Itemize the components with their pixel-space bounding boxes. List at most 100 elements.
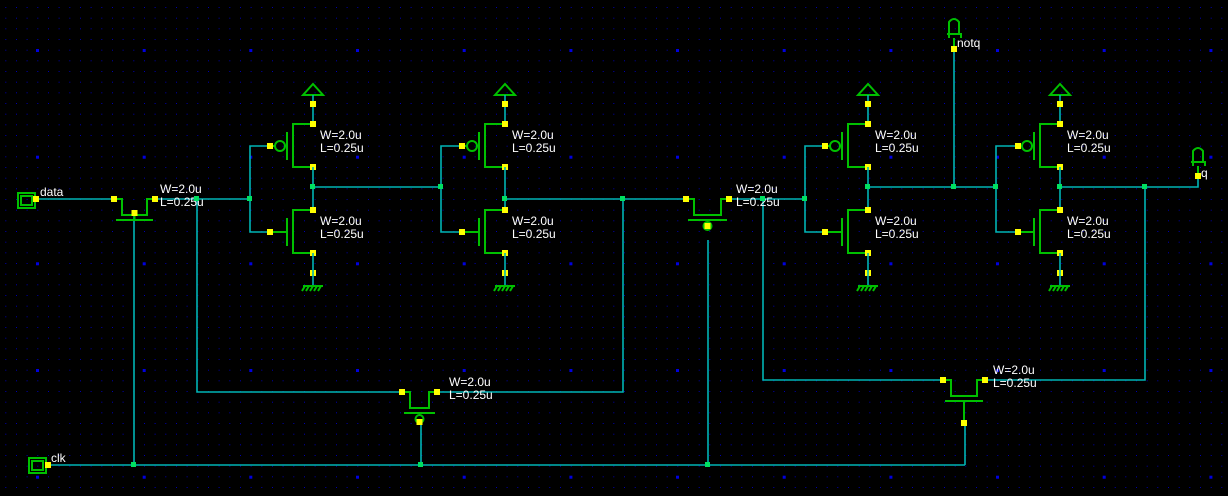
pin[interactable] xyxy=(961,420,967,426)
wire-inv4-in[interactable] xyxy=(995,145,1018,233)
junction xyxy=(438,184,443,189)
junction xyxy=(802,196,807,201)
pin[interactable] xyxy=(131,210,138,216)
wire-n2-branch[interactable] xyxy=(762,199,943,381)
nmos-transistor[interactable]: W=2.0uL=0.25u xyxy=(1015,207,1111,276)
length-label: L=0.25u xyxy=(512,141,556,155)
port-notq[interactable]: notq xyxy=(947,18,980,52)
pin[interactable] xyxy=(267,143,273,149)
width-label: W=2.0u xyxy=(736,182,778,196)
nmos-transistor[interactable]: W=2.0uL=0.25u xyxy=(459,207,556,276)
pmos-transistor[interactable]: W=2.0uL=0.25u xyxy=(459,101,556,170)
pin[interactable] xyxy=(152,196,158,202)
length-label: L=0.25u xyxy=(1067,227,1111,241)
inversion-bubble-icon xyxy=(829,140,841,152)
wire-inv1-in[interactable] xyxy=(249,145,270,233)
pin[interactable] xyxy=(822,229,828,235)
port-clk[interactable]: clk xyxy=(28,451,67,474)
pin[interactable] xyxy=(310,121,316,127)
pin[interactable] xyxy=(683,196,689,202)
pmos-pass-transistor[interactable]: W=2.0uL=0.25u xyxy=(683,182,780,231)
pin[interactable] xyxy=(459,143,465,149)
pin[interactable] xyxy=(940,377,946,383)
width-label: W=2.0u xyxy=(160,182,202,196)
length-label: L=0.25u xyxy=(449,388,493,402)
pin[interactable] xyxy=(1015,229,1021,235)
pin[interactable] xyxy=(434,389,440,395)
pin[interactable] xyxy=(1015,143,1021,149)
junction xyxy=(131,462,136,467)
length-label: L=0.25u xyxy=(320,141,364,155)
wire-inv2-in[interactable] xyxy=(440,145,462,233)
output-port-icon xyxy=(947,18,962,46)
junction xyxy=(865,184,870,189)
pin[interactable] xyxy=(865,121,871,127)
junction xyxy=(951,184,956,189)
pmos-transistor[interactable]: W=2.0uL=0.25u xyxy=(822,101,919,170)
length-label: L=0.25u xyxy=(320,227,364,241)
pin[interactable] xyxy=(822,143,828,149)
pin[interactable] xyxy=(310,101,316,107)
port-label-notq: notq xyxy=(957,36,980,50)
pin[interactable] xyxy=(1057,101,1063,107)
pin[interactable] xyxy=(399,389,405,395)
pin[interactable] xyxy=(310,207,316,213)
ground-icon xyxy=(1048,285,1070,292)
junctions xyxy=(131,184,1147,467)
length-label: L=0.25u xyxy=(875,141,919,155)
junction xyxy=(760,196,765,201)
pin[interactable] xyxy=(111,196,117,202)
pin[interactable] xyxy=(704,223,711,229)
width-label: W=2.0u xyxy=(320,128,362,142)
wire-fb2[interactable] xyxy=(985,187,1146,381)
wires xyxy=(36,49,1199,466)
nmos-transistor[interactable]: W=2.0uL=0.25u xyxy=(267,207,364,276)
pmos-transistor[interactable]: W=2.0uL=0.25u xyxy=(1015,101,1111,170)
pin[interactable] xyxy=(726,196,732,202)
pin[interactable] xyxy=(459,229,465,235)
vdd-icon xyxy=(492,82,518,96)
wire-fb1[interactable] xyxy=(437,199,624,393)
junction xyxy=(502,196,507,201)
junction xyxy=(1057,184,1062,189)
length-label: L=0.25u xyxy=(736,195,780,209)
port-label-data: data xyxy=(40,185,64,199)
nmos-pass-transistor[interactable]: W=2.0uL=0.25u xyxy=(940,363,1037,426)
pin[interactable] xyxy=(502,121,508,127)
pmos-transistor[interactable]: W=2.0uL=0.25u xyxy=(267,101,364,170)
junction xyxy=(993,184,998,189)
pin[interactable] xyxy=(865,101,871,107)
ground-icon xyxy=(493,285,515,292)
port-label-q: q xyxy=(1201,166,1208,180)
wire-inv3-in[interactable] xyxy=(804,145,825,233)
wire-q[interactable] xyxy=(1060,177,1199,188)
wire-n1-branch[interactable] xyxy=(196,199,402,393)
port-q[interactable]: q xyxy=(1191,147,1208,180)
nmos-transistor[interactable]: W=2.0uL=0.25u xyxy=(822,207,919,276)
pmos-pass-transistor[interactable]: W=2.0uL=0.25u xyxy=(399,375,493,425)
length-label: L=0.25u xyxy=(160,195,204,209)
port-data[interactable]: data xyxy=(17,185,64,209)
inversion-bubble-icon xyxy=(1021,140,1033,152)
pin[interactable] xyxy=(1057,207,1063,213)
width-label: W=2.0u xyxy=(449,375,491,389)
width-label: W=2.0u xyxy=(993,363,1035,377)
ground-icon xyxy=(856,285,878,292)
pin[interactable] xyxy=(502,207,508,213)
nmos-pass-transistor[interactable]: W=2.0uL=0.25u xyxy=(111,182,204,221)
length-label: L=0.25u xyxy=(1067,141,1111,155)
pin[interactable] xyxy=(982,377,988,383)
pin[interactable] xyxy=(267,229,273,235)
pin[interactable] xyxy=(416,419,423,425)
junction xyxy=(247,196,252,201)
pin[interactable] xyxy=(865,207,871,213)
width-label: W=2.0u xyxy=(875,214,917,228)
width-label: W=2.0u xyxy=(1067,128,1109,142)
pin[interactable] xyxy=(1057,121,1063,127)
pin[interactable] xyxy=(502,101,508,107)
